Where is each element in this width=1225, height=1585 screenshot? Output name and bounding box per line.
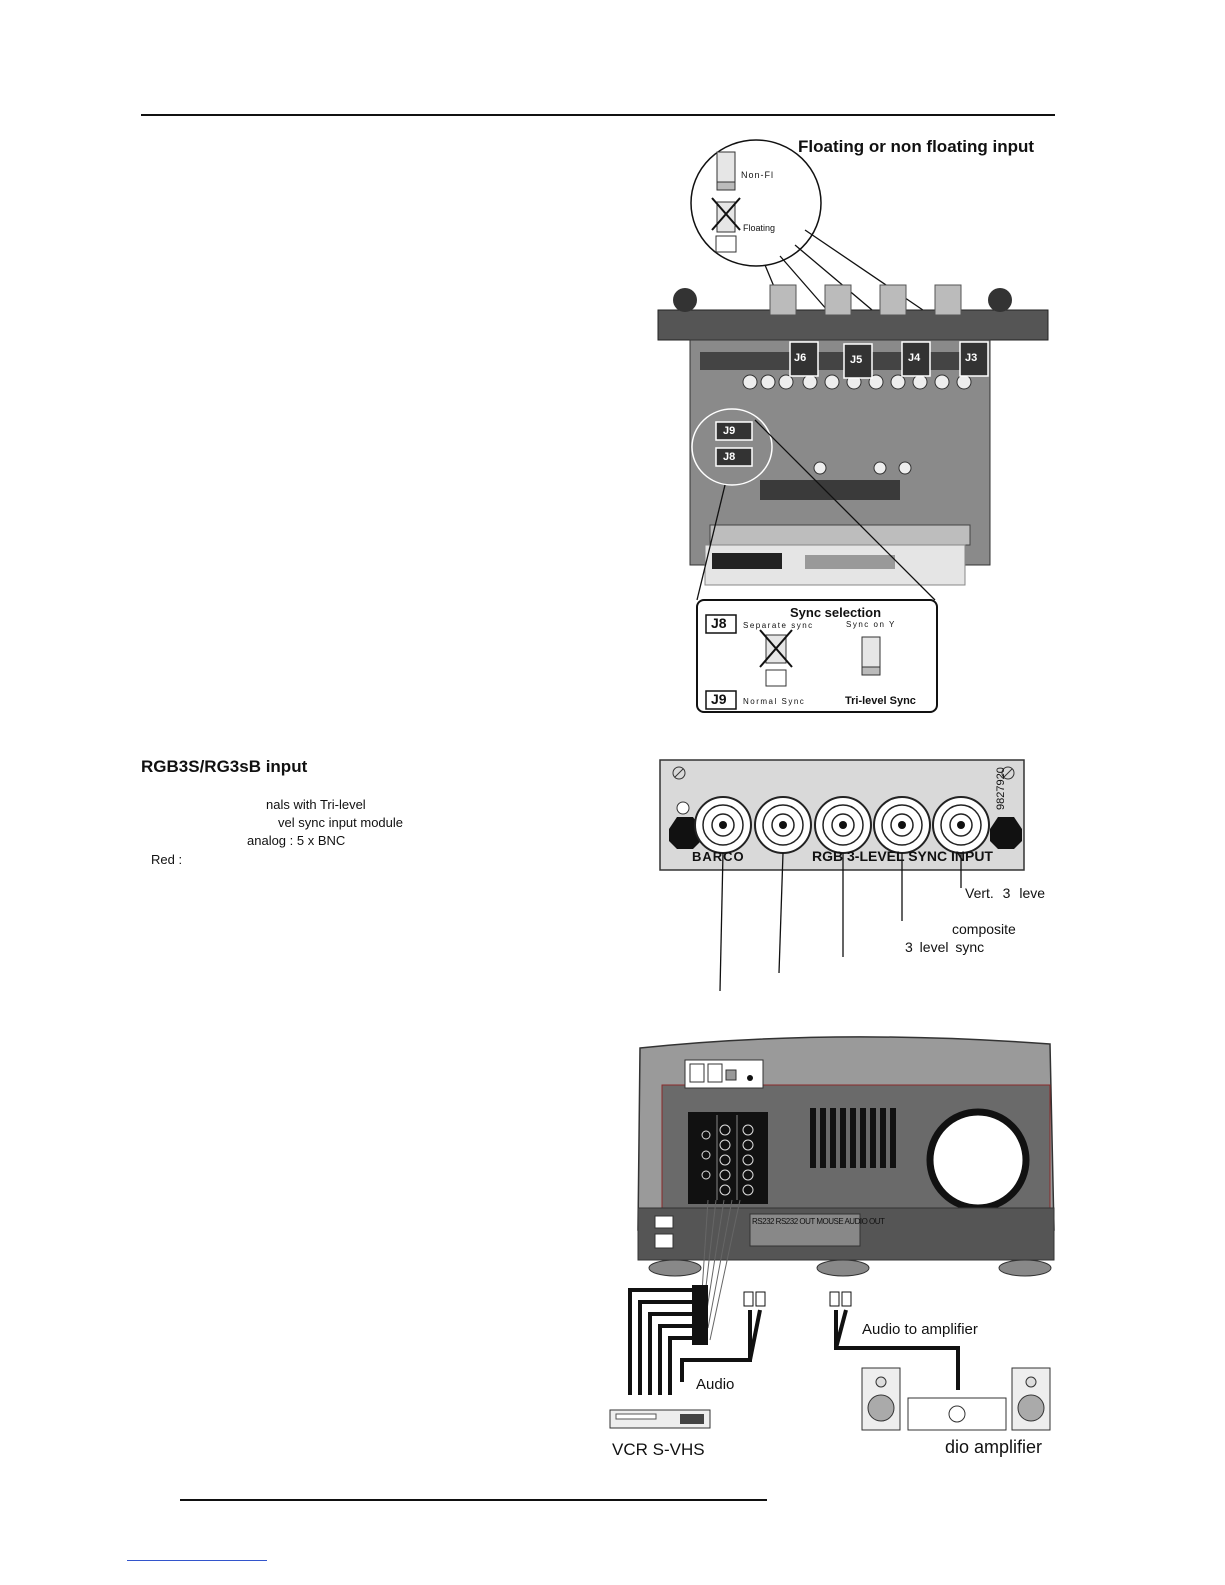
audio-label: Audio xyxy=(696,1376,735,1393)
sync-selection-panel xyxy=(696,599,938,713)
section-line-2: vel sync input module xyxy=(278,815,404,830)
callout-vert-sync: Vert. 3 leve xyxy=(965,885,1046,901)
section-line-4: Red : xyxy=(151,852,183,867)
circuit-board-figure xyxy=(657,139,1049,713)
section-line-1: nals with Tri-level xyxy=(266,797,366,812)
footer-link-underline xyxy=(127,1560,267,1561)
footer-rule xyxy=(180,1499,767,1501)
jumper-j4: J4 xyxy=(908,352,921,364)
sync-panel-title: Sync selection xyxy=(790,605,882,620)
projector-rear-view xyxy=(609,1036,1055,1431)
jumper-callout-circle xyxy=(690,139,822,267)
section-heading: RGB3S/RG3sB input xyxy=(141,757,308,776)
jumper-j8: J8 xyxy=(723,451,736,463)
figure-title: Floating or non floating input xyxy=(798,137,1035,156)
module-front-panel xyxy=(659,759,1025,992)
jumper-j9: J9 xyxy=(723,425,736,437)
sync-panel-j9: J9 xyxy=(711,691,727,707)
part-number: 9827920 xyxy=(995,767,1007,810)
separate-sync-label: Separate sync xyxy=(743,621,814,630)
callout-composite: composite xyxy=(952,921,1016,937)
tri-level-sync-label: Tri-level Sync xyxy=(845,695,916,707)
floating-label: Floating xyxy=(743,223,776,233)
callout-3-level-sync: 3 level sync xyxy=(905,939,985,955)
section-line-3: analog : 5 x BNC xyxy=(247,833,346,848)
port-labels: RS232 RS232 OUT MOUSE AUDIO OUT xyxy=(752,1217,885,1226)
jumper-j6: J6 xyxy=(794,352,807,364)
module-label: RGB 3-LEVEL SYNC INPUT xyxy=(812,848,993,864)
vcr-label: VCR S-VHS xyxy=(612,1440,705,1459)
jumper-j5: J5 xyxy=(850,354,863,366)
sync-on-y-label: Sync on Y xyxy=(846,620,896,629)
audio-to-amplifier-label: Audio to amplifier xyxy=(862,1321,978,1338)
brand-logo: BARCO xyxy=(692,849,745,864)
header-rule xyxy=(141,114,1055,116)
jumper-j3: J3 xyxy=(965,352,978,364)
normal-sync-label: Normal Sync xyxy=(743,697,806,706)
amplifier-label: dio amplifier xyxy=(945,1437,1043,1457)
sync-panel-j8: J8 xyxy=(711,615,727,631)
non-floating-label: Non-Fl xyxy=(741,170,775,180)
